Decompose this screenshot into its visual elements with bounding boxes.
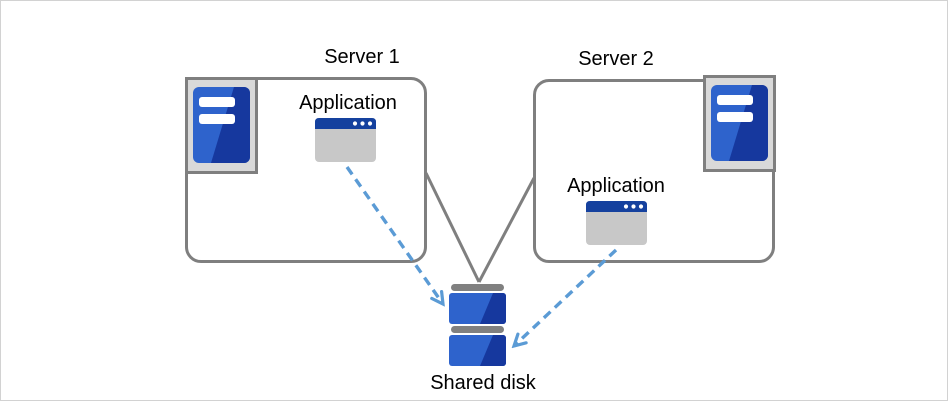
application1-label: Application: [299, 92, 397, 114]
server1-label: Server 1: [324, 46, 400, 68]
server-tower-icon: [703, 75, 776, 172]
application-window-icon: [315, 118, 376, 162]
app2-to-disk-arrow: [514, 248, 618, 346]
server-tower-icon: [185, 77, 258, 174]
shared-disk-label: Shared disk: [430, 372, 536, 394]
server2-to-disk-line: [477, 177, 536, 283]
application2-label: Application: [567, 175, 665, 197]
shared-disk-icon: [449, 284, 506, 366]
application-window-icon: [586, 201, 647, 245]
server1-to-disk-line: [424, 172, 481, 283]
server2-label: Server 2: [578, 48, 654, 70]
